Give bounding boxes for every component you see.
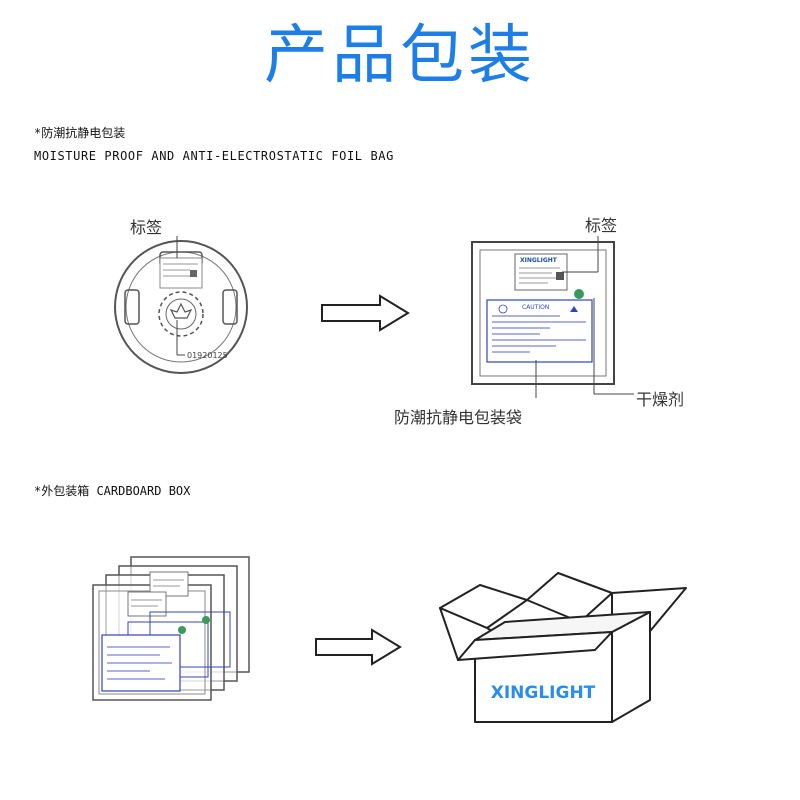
stacked-bags-illustration xyxy=(92,556,250,701)
box-brand-logo: XINGLIGHT xyxy=(491,683,596,703)
page-title: 产品包装 xyxy=(264,19,536,93)
foil-bag-label: 防潮抗静电包装袋 xyxy=(394,408,523,427)
reel-label-text: 标签 xyxy=(130,218,163,237)
bag-brand-text: XINGLIGHT xyxy=(520,257,558,264)
bag-label-text: 标签 xyxy=(585,216,618,235)
cardboard-box-illustration xyxy=(439,572,687,723)
section2-heading: *外包装箱 CARDBOARD BOX xyxy=(34,484,191,498)
arrow-right-icon xyxy=(315,628,402,666)
bag-caution-text: CAUTION xyxy=(522,304,549,311)
section1-heading-cn: *防潮抗静电包装 xyxy=(34,126,126,140)
desiccant-label: 干燥剂 xyxy=(636,390,685,409)
reel-code-text: 01920125 xyxy=(187,351,228,360)
section1-heading-en: MOISTURE PROOF AND ANTI-ELECTROSTATIC FO… xyxy=(34,149,394,163)
foil-bag-illustration: XINGLIGHT CAUTION xyxy=(471,236,634,398)
arrow-right-icon xyxy=(321,294,410,332)
reel-illustration: 01920125 xyxy=(114,236,248,374)
